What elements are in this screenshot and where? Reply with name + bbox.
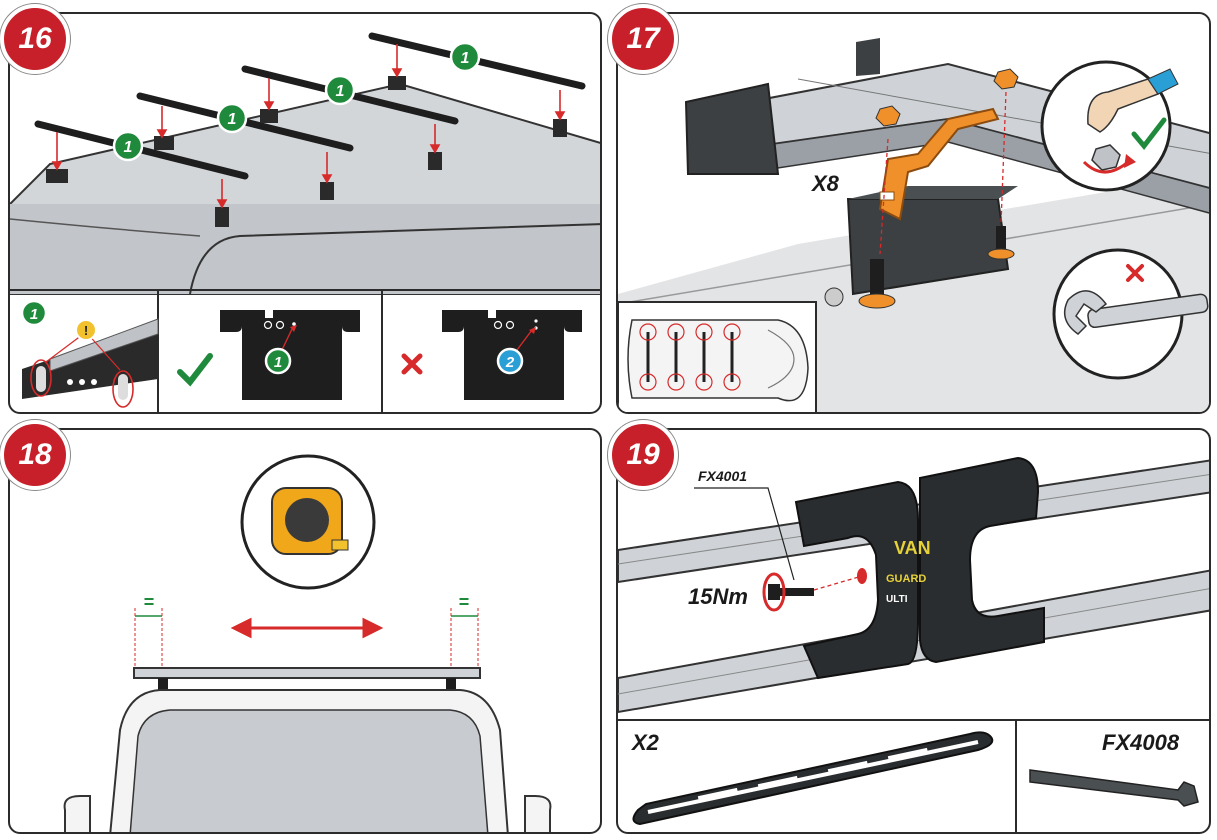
rotate-arrow-icon xyxy=(1082,160,1129,174)
wrong-orientation-detail: 2 xyxy=(401,310,582,400)
step-16-badge: 16 xyxy=(0,4,70,74)
step-18-badge: 18 xyxy=(0,420,70,490)
tape-measure-icon xyxy=(271,487,349,555)
wrong-hole-callout: 2 xyxy=(505,354,515,371)
wrench-icon xyxy=(1063,290,1209,335)
step-18-panel: = = xyxy=(8,428,602,834)
step-18-front-view: = = xyxy=(63,454,552,832)
hex-key-tool xyxy=(1029,769,1199,807)
bar-callout: 1 xyxy=(228,111,237,128)
step-19-joiner-illustration: VAN GUARD ULTI xyxy=(618,456,1209,832)
bar-callout: 1 xyxy=(336,83,345,100)
step-19-badge: 19 xyxy=(608,420,678,490)
step-17-foot-illustration xyxy=(618,38,1209,412)
correct-hole-callout: 1 xyxy=(274,354,282,371)
joiner-plate xyxy=(632,731,994,826)
torque-value: 15Nm xyxy=(688,584,748,609)
step-16-panel: 1 1 1 1 1 ! xyxy=(8,12,602,414)
cross-icon xyxy=(1126,264,1144,282)
brand-text-line3: ULTI xyxy=(886,594,908,605)
svg-text:!: ! xyxy=(84,323,88,338)
step-19-panel: VAN GUARD ULTI FX4001 15Nm X2 FX4008 xyxy=(616,428,1211,834)
van-top-view xyxy=(627,319,809,402)
check-icon xyxy=(177,353,213,387)
warning-icon xyxy=(75,319,97,341)
equal-spacing-mark: = xyxy=(459,592,470,612)
bolt-part-code: FX4001 xyxy=(698,468,748,484)
step-16-roof-illustration: 1 1 1 1 1 ! xyxy=(10,32,600,412)
detail-callout: 1 xyxy=(30,306,38,323)
correct-orientation-detail: 1 xyxy=(177,310,360,400)
rotate-arrow-icon xyxy=(762,572,786,612)
bar-callout: 1 xyxy=(124,139,133,156)
step-17-panel: X8 xyxy=(616,12,1211,414)
hand-icon xyxy=(1087,68,1179,133)
cross-icon xyxy=(401,353,423,375)
check-icon xyxy=(1131,117,1167,150)
brand-text-line2: GUARD xyxy=(886,573,926,585)
fixing-quantity-label: X8 xyxy=(812,171,839,196)
tool-part-code: FX4008 xyxy=(1102,730,1180,755)
equal-spacing-mark: = xyxy=(144,592,155,612)
joiner-quantity-label: X2 xyxy=(632,730,659,755)
bar-end-detail: 1 ! xyxy=(20,299,159,408)
brand-text-line1: VAN xyxy=(894,538,931,558)
step-17-badge: 17 xyxy=(608,4,678,74)
bar-callout: 1 xyxy=(461,50,470,67)
